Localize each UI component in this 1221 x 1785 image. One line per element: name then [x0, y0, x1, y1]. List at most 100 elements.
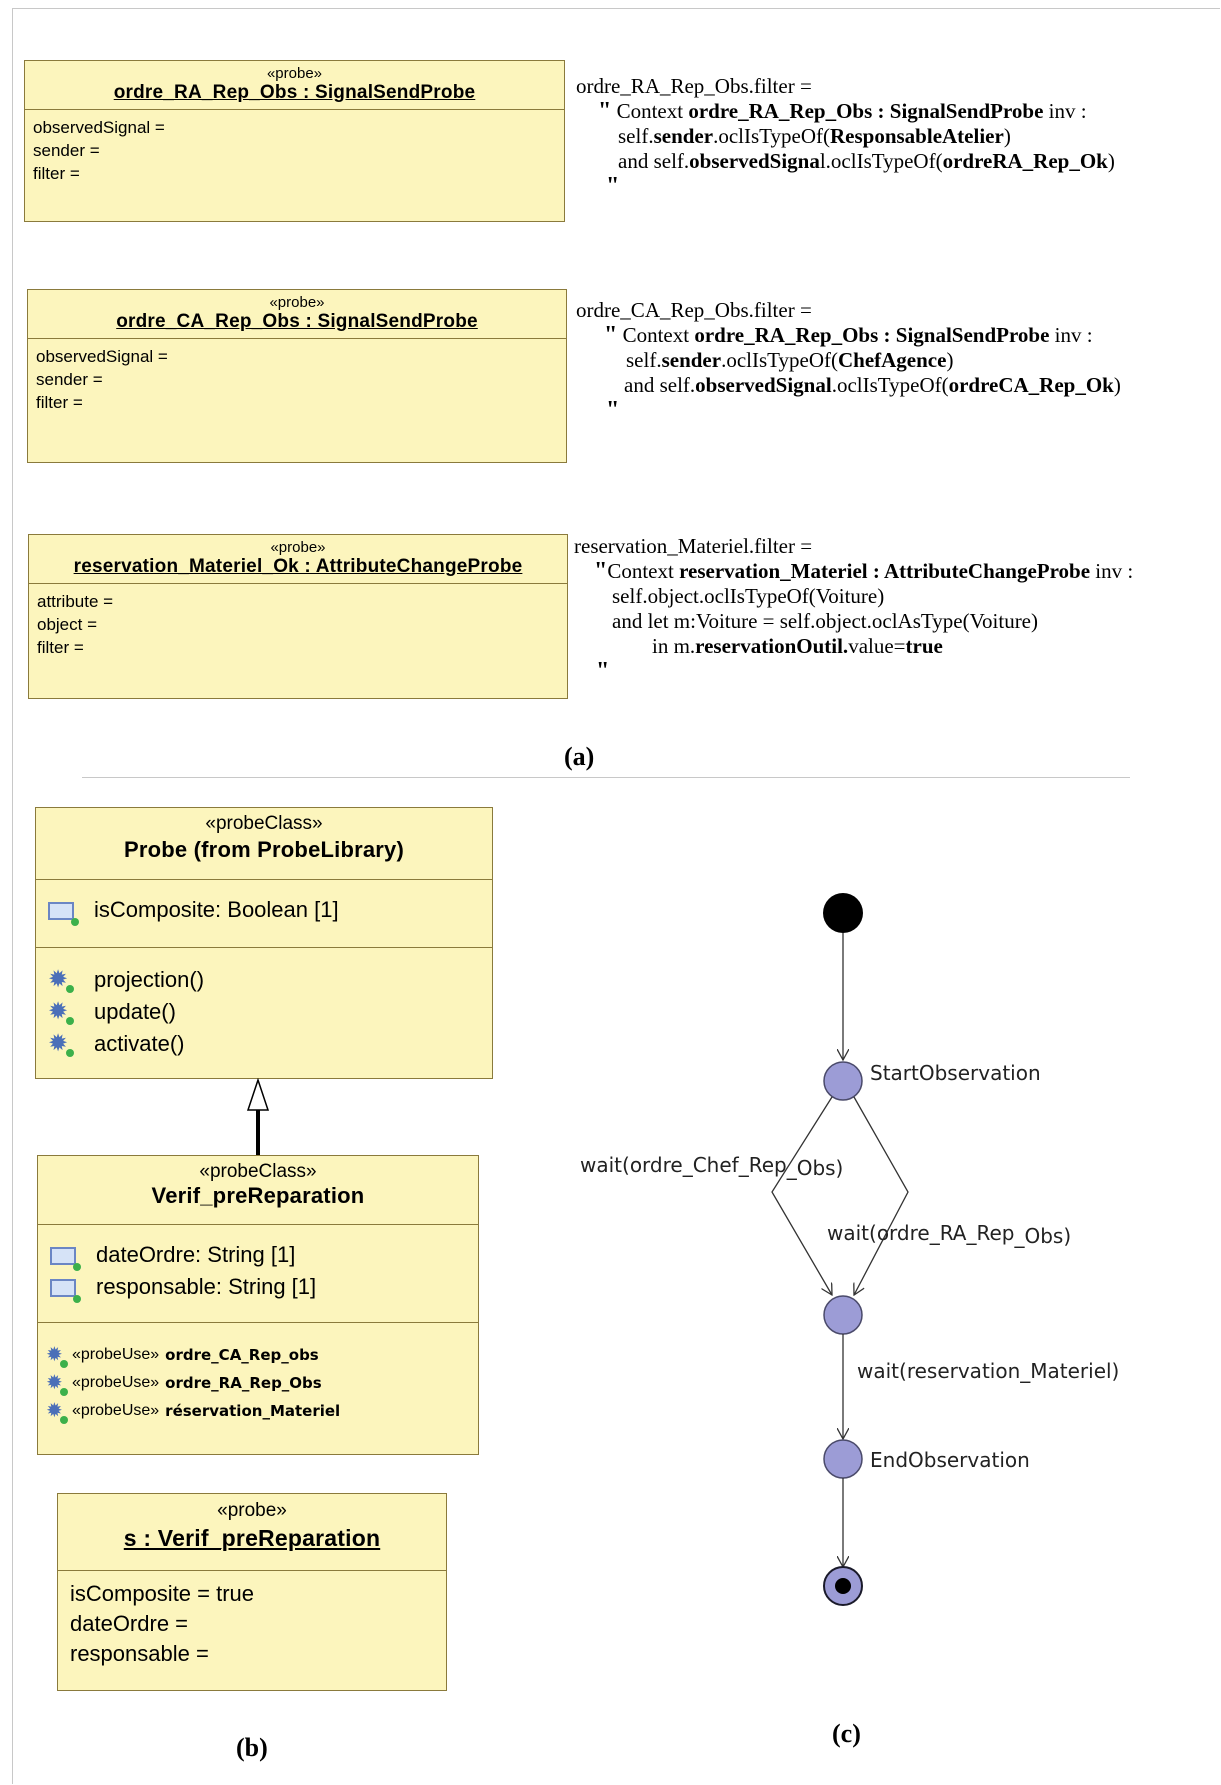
- transition-label-chef: wait(ordre_Chef_Rep_Obs): [580, 1153, 843, 1180]
- probe-name: ordre_CA_Rep_Obs : SignalSendProbe: [116, 311, 478, 332]
- caption-b: (b): [236, 1733, 268, 1762]
- probe-class-probe: «probeClass» Probe (from ProbeLibrary) i…: [35, 807, 493, 1079]
- probe-header: «probe» reservation_Materiel_Ok : Attrib…: [29, 535, 567, 584]
- attribute-row: sender =: [36, 370, 103, 389]
- state-label-end: EndObservation: [870, 1448, 1030, 1472]
- figure-frame: [12, 8, 1220, 1784]
- attribute-section: isComposite: Boolean [1]: [36, 880, 492, 948]
- caption-c: (c): [832, 1719, 861, 1748]
- ocl-line: " Context ordre_RA_Rep_Obs : SignalSendP…: [604, 322, 1093, 348]
- probe-header: «probe» ordre_RA_Rep_Obs : SignalSendPro…: [25, 61, 564, 110]
- probe-use-gear-icon: ✹: [46, 1400, 68, 1424]
- ocl-filter-ordre-ra: ordre_RA_Rep_Obs.filter = " Context ordr…: [576, 74, 1115, 199]
- probe-ordre-ca-rep-obs: «probe» ordre_CA_Rep_Obs : SignalSendPro…: [27, 289, 567, 463]
- ocl-line: self.sender.oclIsTypeOf(ChefAgence): [626, 348, 954, 372]
- transition-ra: [854, 1096, 909, 1295]
- attribute-list: attribute = object = filter =: [29, 584, 567, 665]
- attribute-row: attribute =: [37, 592, 114, 611]
- probe-ordre-ra-rep-obs: «probe» ordre_RA_Rep_Obs : SignalSendPro…: [24, 60, 565, 222]
- attribute-row: sender =: [33, 141, 100, 160]
- ocl-line: and self.observedSignal.oclIsTypeOf(ordr…: [624, 373, 1121, 397]
- ocl-line: self.sender.oclIsTypeOf(ResponsableAteli…: [618, 124, 1011, 148]
- attribute-section: dateOrdre: String [1] responsable: Strin…: [38, 1225, 478, 1323]
- probe-use-target: ordre_CA_Rep_obs: [165, 1346, 319, 1364]
- attribute-list: isComposite = true dateOrdre = responsab…: [58, 1571, 446, 1677]
- probe-use-stereotype: «probeUse»: [72, 1374, 160, 1391]
- attribute-row: filter =: [37, 638, 84, 657]
- attribute-row: responsable =: [70, 1641, 209, 1666]
- attribute-row: isComposite: Boolean [1]: [48, 894, 492, 926]
- transition-chef: [771, 1096, 832, 1295]
- probe-use-section: ✹ «probeUse» ordre_CA_Rep_obs ✹ «probeUs…: [38, 1323, 478, 1425]
- ocl-filter-reservation: reservation_Materiel.filter = "Context r…: [574, 534, 1133, 684]
- attribute-label: responsable: String [1]: [96, 1274, 317, 1299]
- probe-class-verif-prereparation: «probeClass» Verif_preReparation dateOrd…: [37, 1155, 479, 1455]
- caption-a: (a): [564, 742, 595, 771]
- operation-gear-icon: ✹: [48, 968, 74, 993]
- initial-state: [823, 893, 863, 933]
- probe-use-target: réservation_Materiel: [165, 1402, 341, 1420]
- panel-divider: [82, 777, 1130, 778]
- state-machine: StartObservation wait(ordre_Chef_Rep_Obs…: [580, 893, 1119, 1606]
- attribute-row: dateOrdre: String [1]: [50, 1239, 478, 1271]
- probe-use-row: ✹ «probeUse» ordre_CA_Rep_obs: [46, 1341, 478, 1369]
- probe-header: «probe» s : Verif_preReparation: [58, 1494, 446, 1571]
- ocl-header: ordre_RA_Rep_Obs.filter =: [576, 74, 812, 98]
- final-state-core: [835, 1578, 851, 1594]
- operation-label: activate(): [94, 1031, 185, 1056]
- class-name: Probe (from ProbeLibrary): [123, 837, 405, 862]
- attribute-row: isComposite = true: [70, 1581, 255, 1606]
- generalization-arrow: [246, 1078, 270, 1156]
- probe-reservation-materiel: «probe» reservation_Materiel_Ok : Attrib…: [28, 534, 568, 699]
- attribute-row: dateOrdre =: [70, 1611, 189, 1636]
- probe-use-gear-icon: ✹: [46, 1372, 68, 1396]
- operation-label: projection(): [94, 967, 205, 992]
- probe-use-stereotype: «probeUse»: [72, 1346, 160, 1363]
- attribute-row: object =: [37, 615, 98, 634]
- operation-row: ✹ activate(): [48, 1028, 492, 1060]
- attribute-icon: [50, 1279, 81, 1303]
- class-header: «probeClass» Probe (from ProbeLibrary): [36, 808, 492, 880]
- ocl-line: self.object.oclIsTypeOf(Voiture): [612, 584, 885, 608]
- operation-row: ✹ projection(): [48, 964, 492, 996]
- stereotype-label: «probe»: [269, 294, 325, 311]
- operation-label: update(): [94, 999, 176, 1024]
- ocl-close-quote: ": [606, 173, 620, 199]
- probe-use-target: ordre_RA_Rep_Obs: [165, 1374, 322, 1392]
- probe-name: reservation_Materiel_Ok : AttributeChang…: [73, 556, 523, 577]
- state-start-observation: [823, 1061, 863, 1101]
- attribute-icon: [48, 902, 79, 926]
- probe-instance-s: «probe» s : Verif_preReparation isCompos…: [57, 1493, 447, 1691]
- ocl-filter-ordre-ca: ordre_CA_Rep_Obs.filter = " Context ordr…: [576, 298, 1121, 423]
- ocl-line: and let m:Voiture = self.object.oclAsTyp…: [612, 609, 1038, 633]
- probe-header: «probe» ordre_CA_Rep_Obs : SignalSendPro…: [28, 290, 566, 339]
- class-header: «probeClass» Verif_preReparation: [38, 1156, 478, 1225]
- state-intermediate: [823, 1295, 863, 1335]
- attribute-label: dateOrdre: String [1]: [96, 1242, 296, 1267]
- attribute-list: observedSignal = sender = filter =: [28, 339, 566, 420]
- state-end-observation: [823, 1439, 863, 1479]
- attribute-label: isComposite: Boolean [1]: [94, 897, 339, 922]
- state-label-start: StartObservation: [870, 1061, 1041, 1085]
- operation-gear-icon: ✹: [48, 1032, 74, 1057]
- ocl-header: reservation_Materiel.filter =: [574, 534, 813, 558]
- stereotype-label: «probeClass»: [205, 813, 323, 834]
- probe-use-row: ✹ «probeUse» réservation_Materiel: [46, 1397, 478, 1425]
- probe-use-gear-icon: ✹: [46, 1344, 68, 1368]
- operation-gear-icon: ✹: [48, 1000, 74, 1025]
- ocl-line: and self.observedSignal.oclIsTypeOf(ordr…: [618, 149, 1115, 173]
- transition-label-reservation: wait(reservation_Materiel): [857, 1359, 1119, 1383]
- stereotype-label: «probe»: [266, 65, 323, 82]
- probe-name: s : Verif_preReparation: [123, 1525, 381, 1551]
- operation-section: ✹ projection() ✹ update() ✹ activate(): [36, 948, 492, 1060]
- attribute-icon: [50, 1247, 81, 1271]
- stereotype-label: «probe»: [217, 1500, 287, 1521]
- attribute-row: filter =: [36, 393, 83, 412]
- probe-use-row: ✹ «probeUse» ordre_RA_Rep_Obs: [46, 1369, 478, 1397]
- ocl-close-quote: ": [596, 658, 610, 684]
- ocl-header: ordre_CA_Rep_Obs.filter =: [576, 298, 812, 322]
- stereotype-label: «probeClass»: [199, 1161, 317, 1182]
- class-name: Verif_preReparation: [151, 1183, 365, 1208]
- attribute-row: observedSignal =: [33, 118, 165, 137]
- attribute-list: observedSignal = sender = filter =: [25, 110, 564, 191]
